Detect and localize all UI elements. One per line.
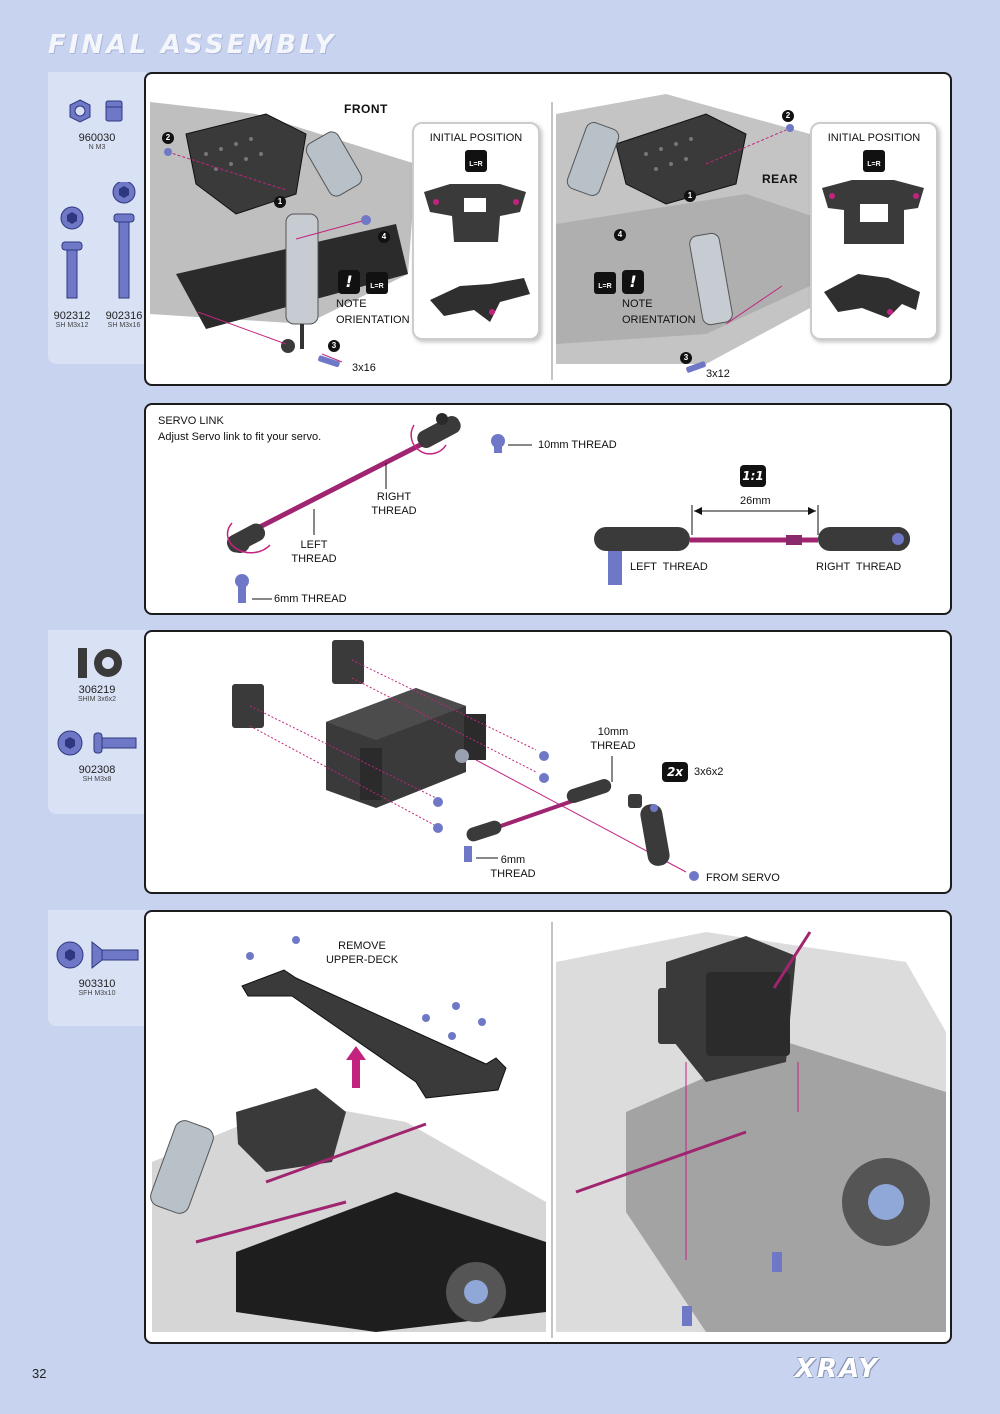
part-902316: 902316 SH M3x16 [94, 310, 154, 329]
part-902308: 902308 SH M3x8 [67, 764, 127, 783]
flat-head-screw-icon [56, 940, 139, 970]
length-label: 26mm [740, 495, 771, 507]
servo-link-heading: SERVO LINK [158, 415, 224, 427]
part-desc: SHIM 3x6x2 [77, 696, 117, 703]
part-306219: 306219 SHIM 3x6x2 [67, 684, 127, 703]
callout-1: 1 [274, 196, 286, 208]
shim-icon [78, 648, 122, 678]
callout-4-rear: 4 [614, 229, 626, 241]
part-902312: 902312 SH M3x12 [42, 310, 102, 329]
screw-icon [60, 182, 136, 299]
remove-line1: REMOVE [338, 940, 386, 952]
thread-10mm-label: 10mm THREAD [590, 726, 636, 754]
thread-10mm-line1: 10mm [597, 726, 629, 738]
upper-deck-illustration [150, 922, 946, 1338]
rear-label: REAR [762, 172, 799, 186]
front-shock-tower-illustration [150, 94, 846, 380]
callout-1-rear: 1 [684, 190, 696, 202]
initial-position-box-rear: INITIAL POSITION L=R [810, 122, 938, 340]
shock-tower-icon [424, 184, 530, 322]
step1-panel: FRONT REAR 1 2 3 4 1 2 3 4 ! L=R NOTE OR… [144, 72, 952, 386]
part-code: 960030 [78, 132, 116, 144]
left-thread-assembled: LEFT THREAD [630, 561, 708, 573]
lr-badge: L=R [863, 150, 885, 172]
note-text: ORIENTATION [622, 314, 696, 326]
left-thread-line1: LEFT [300, 539, 328, 551]
warning-icon: ! [622, 270, 644, 294]
thread-6mm-line1: 6mm [500, 854, 526, 866]
right-thread-label: RIGHT THREAD [370, 491, 418, 519]
callout-2: 2 [162, 132, 174, 144]
part-code: 902308 [78, 764, 116, 776]
shock-tower-icon [822, 180, 924, 318]
thread-6mm-label: 6mm THREAD [490, 854, 536, 882]
left-thread-label: LEFT THREAD [290, 539, 338, 567]
page-number: 32 [32, 1366, 47, 1381]
part-903310: 903310 SFH M3x10 [67, 978, 127, 997]
thread-6mm-label: 6mm THREAD [274, 593, 347, 605]
part-desc: N M3 [88, 144, 106, 151]
thread-6mm-line2: THREAD [490, 867, 536, 880]
remove-line2: UPPER-DECK [325, 953, 399, 966]
from-servo-label: FROM SERVO [706, 872, 780, 884]
parts-column-step3: 306219 SHIM 3x6x2 902308 SH M3x8 [48, 630, 146, 814]
part-desc: SFH M3x10 [78, 990, 116, 997]
page-title: FINAL ASSEMBLY [48, 30, 337, 60]
callout-3-rear: 3 [680, 352, 692, 364]
right-thread-line2: THREAD [371, 504, 417, 517]
part-desc: SH M3x12 [55, 322, 89, 329]
note-text: NOTE [622, 298, 653, 310]
callout-2-rear: 2 [782, 110, 794, 122]
step3-panel: 10mm THREAD 2x 3x6x2 6mm THREAD FROM SER… [144, 630, 952, 894]
thread-10mm-line2: THREAD [590, 739, 636, 752]
servo-link-illustration [226, 413, 910, 603]
warning-icon: ! [338, 270, 360, 294]
lr-badge: L=R [594, 272, 616, 294]
parts-column-step1: 960030 N M3 902312 SH M3x12 902316 SH M3… [48, 72, 146, 364]
lr-badge: L=R [366, 272, 388, 294]
note-text: NOTE [336, 298, 367, 310]
servo-mount-illustration [232, 640, 699, 881]
callout-3: 3 [328, 340, 340, 352]
nut-icon [69, 99, 123, 123]
step4-panel: REMOVE UPPER-DECK [144, 910, 952, 1344]
part-code: 902316 [105, 310, 143, 322]
left-thread-line2: THREAD [291, 552, 337, 565]
remove-upper-deck-label: REMOVE UPPER-DECK [322, 940, 402, 968]
part-desc: SH M3x16 [107, 322, 141, 329]
initial-position-title: INITIAL POSITION [429, 132, 523, 144]
part-code: 903310 [78, 978, 116, 990]
parts-column-step4: 903310 SFH M3x10 [48, 910, 146, 1026]
part-code: 306219 [78, 684, 116, 696]
servo-link-instruction: Adjust Servo link to fit your servo. [158, 431, 322, 443]
right-thread-assembled: RIGHT THREAD [816, 561, 902, 573]
quantity-badge: 2x [662, 762, 688, 782]
part-code: 902312 [53, 310, 91, 322]
note-text: ORIENTATION [336, 314, 410, 326]
brand-logo: XRAY [795, 1354, 880, 1384]
part-960030: 960030 N M3 [67, 132, 127, 151]
thread-10mm-label: 10mm THREAD [538, 439, 617, 451]
callout-4: 4 [378, 231, 390, 243]
screw-size-label: 3x16 [352, 362, 376, 374]
ratio-badge: 1:1 [740, 465, 766, 487]
lr-badge: L=R [465, 150, 487, 172]
front-label: FRONT [344, 102, 388, 116]
shim-size-label: 3x6x2 [694, 766, 724, 778]
initial-position-box-front: INITIAL POSITION L=R [412, 122, 540, 340]
screw-icon [57, 730, 137, 756]
screw-size-label: 3x12 [706, 368, 730, 380]
initial-position-title: INITIAL POSITION [827, 132, 921, 144]
step2-panel: SERVO LINK Adjust Servo link to fit your… [144, 403, 952, 615]
right-thread-line1: RIGHT [376, 491, 412, 503]
part-desc: SH M3x8 [82, 776, 112, 783]
